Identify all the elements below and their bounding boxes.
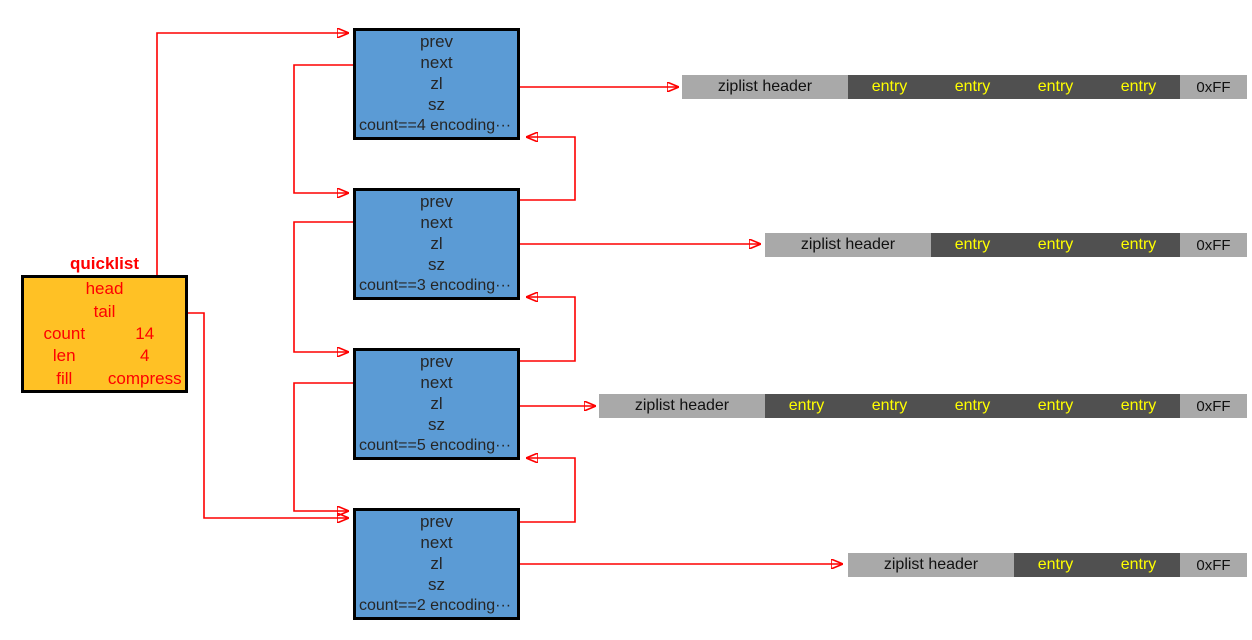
- quicklist-field-fill-value: compress: [107, 368, 182, 388]
- node2-prev: prev: [419, 191, 454, 211]
- quicklist-row-fill: fill compress: [24, 368, 185, 390]
- quicklist-node-2: prev next zl sz count==3 encoding···: [353, 188, 520, 300]
- ziplist3-entry: entry: [1014, 394, 1097, 418]
- ziplist1-header: ziplist header: [682, 75, 848, 99]
- node4-sz: sz: [428, 575, 445, 595]
- node1-prev: prev: [419, 31, 454, 51]
- ziplist3-entry: entry: [765, 394, 848, 418]
- node2-next: next: [420, 212, 453, 232]
- ziplist2-entry: entry: [1014, 233, 1097, 257]
- node4-count-encoding: count==2 encoding···: [359, 597, 512, 615]
- quicklist-field-len-value: 4: [140, 346, 150, 366]
- node3-sz: sz: [428, 415, 445, 435]
- node2-count-encoding: count==3 encoding···: [359, 277, 512, 295]
- quicklist-field-count-value: 14: [135, 324, 155, 344]
- node2-sz: sz: [428, 255, 445, 275]
- quicklist-node-4: prev next zl sz count==2 encoding···: [353, 508, 520, 620]
- node2-zl: zl: [430, 234, 443, 253]
- ziplist1-entry: entry: [931, 75, 1014, 99]
- node4-next: next: [420, 532, 453, 552]
- quicklist-row-tail: tail: [24, 300, 185, 322]
- ziplist1-entry: entry: [1097, 75, 1180, 99]
- ziplist1-entry: entry: [848, 75, 931, 99]
- ziplist4-header: ziplist header: [848, 553, 1014, 577]
- quicklist-row-count: count 14: [24, 323, 185, 345]
- quicklist-box: head tail count 14 len 4 fill compress: [21, 275, 188, 393]
- ziplist3-entry: entry: [931, 394, 1014, 418]
- quicklist-title: quicklist: [70, 254, 139, 273]
- ziplist-1: ziplist header entry entry entry entry 0…: [682, 75, 1247, 99]
- quicklist-field-len-label: len: [52, 346, 76, 366]
- arrow-head-to-node1: [133, 33, 348, 291]
- ziplist-2: ziplist header entry entry entry 0xFF: [765, 233, 1247, 257]
- node3-prev: prev: [419, 351, 454, 371]
- ziplist1-end-byte: 0xFF: [1180, 75, 1247, 99]
- ziplist1-entry: entry: [1014, 75, 1097, 99]
- ziplist2-end-byte: 0xFF: [1180, 233, 1247, 257]
- node1-next: next: [420, 52, 453, 72]
- ziplist4-entry: entry: [1014, 553, 1097, 577]
- quicklist-node-1: prev next zl sz count==4 encoding···: [353, 28, 520, 140]
- quicklist-row-len: len 4: [24, 345, 185, 367]
- node3-next: next: [420, 372, 453, 392]
- ziplist4-entry: entry: [1097, 553, 1180, 577]
- ziplist3-end-byte: 0xFF: [1180, 394, 1247, 418]
- quicklist-field-head: head: [85, 279, 124, 299]
- node3-zl: zl: [430, 394, 443, 413]
- ziplist4-end-byte: 0xFF: [1180, 553, 1247, 577]
- ziplist2-entry: entry: [1097, 233, 1180, 257]
- quicklist-field-fill-label: fill: [56, 368, 73, 388]
- quicklist-field-tail: tail: [93, 301, 116, 321]
- node1-count-encoding: count==4 encoding···: [359, 117, 512, 135]
- node4-zl: zl: [430, 554, 443, 573]
- ziplist2-header: ziplist header: [765, 233, 931, 257]
- ziplist-3: ziplist header entry entry entry entry e…: [599, 394, 1247, 418]
- ziplist-4: ziplist header entry entry 0xFF: [848, 553, 1247, 577]
- quicklist-row-head: head: [24, 278, 185, 300]
- ziplist3-entry: entry: [1097, 394, 1180, 418]
- ziplist3-header: ziplist header: [599, 394, 765, 418]
- quicklist-field-count-label: count: [43, 324, 86, 344]
- node1-sz: sz: [428, 95, 445, 115]
- node4-prev: prev: [419, 511, 454, 531]
- node1-zl: zl: [430, 74, 443, 93]
- ziplist2-entry: entry: [931, 233, 1014, 257]
- quicklist-node-3: prev next zl sz count==5 encoding···: [353, 348, 520, 460]
- ziplist3-entry: entry: [848, 394, 931, 418]
- node3-count-encoding: count==5 encoding···: [359, 437, 512, 455]
